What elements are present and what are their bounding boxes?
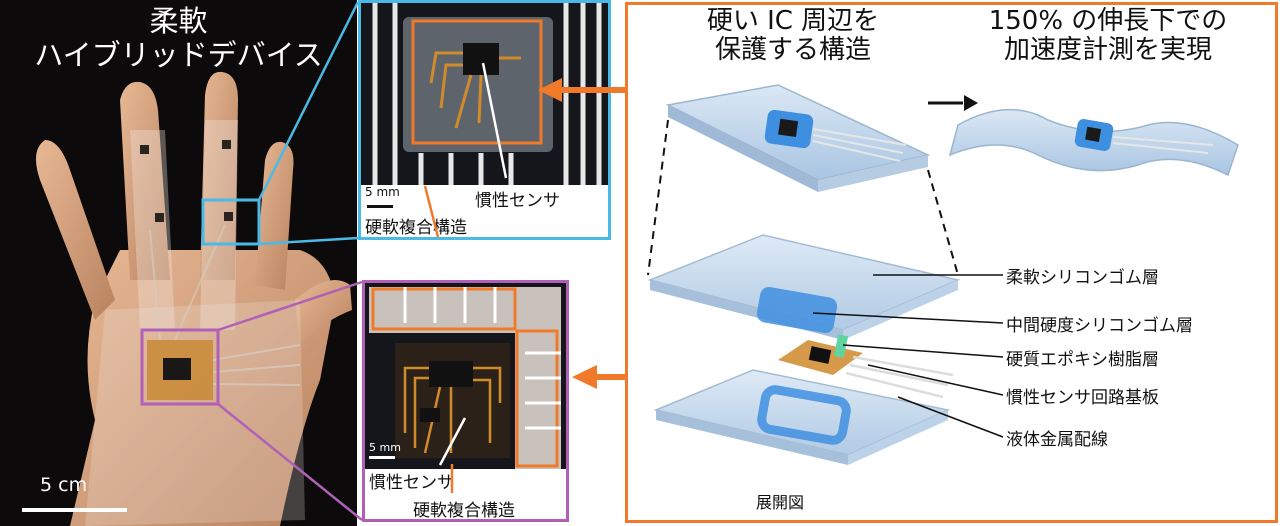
top-inset-photo: 5 mm 慣性センサ 硬軟複合構造 — [358, 0, 611, 240]
layer-circuit — [778, 334, 954, 399]
bottom-inset-scale-label: 5 mm — [369, 441, 401, 454]
hand-illustration — [36, 71, 352, 526]
layer-label-3: 硬質エポキシ樹脂層 — [1006, 350, 1159, 370]
top-inset-composite-label: 硬軟複合構造 — [365, 218, 467, 238]
arrow-to-bottom-inset-icon — [572, 365, 626, 389]
heading-stretch-measure: 150% の伸長下での 加速度計測を実現 — [958, 7, 1258, 65]
hand-title-line2: ハイブリッドデバイス — [34, 38, 323, 72]
heading-protect-line1: 硬い IC 周辺を — [706, 6, 880, 36]
structure-diagram-panel: 硬い IC 周辺を 保護する構造 150% の伸長下での 加速度計測を実現 柔軟… — [625, 2, 1278, 523]
bottom-inset-photo: 5 mm 慣性センサ 硬軟複合構造 — [362, 280, 569, 522]
top-inset-scale-bar — [367, 205, 393, 208]
layer-label-2: 中間硬度シリコンゴム層 — [1006, 316, 1193, 336]
hand-title-line1: 柔軟 — [149, 4, 208, 38]
hand-scale-label: 5 cm — [40, 474, 88, 496]
layer-label-5: 液体金属配線 — [1006, 430, 1108, 450]
exploded-view-caption: 展開図 — [756, 493, 805, 512]
heading-protect-line2: 保護する構造 — [714, 35, 871, 65]
layer-medium-silicone — [756, 286, 838, 334]
stretch-arrow-icon — [928, 95, 978, 111]
heading-stretch-line2: 加速度計測を実現 — [1003, 35, 1212, 65]
hand-photo-panel: 柔軟 ハイブリッドデバイス 5 cm — [0, 0, 357, 526]
bottom-inset-image — [365, 283, 566, 469]
top-inset-scale-label: 5 mm — [365, 185, 400, 199]
layer-bottom-silicone — [653, 369, 951, 465]
top-inset-image — [361, 3, 608, 185]
heading-stretch-line1: 150% の伸長下での — [988, 6, 1228, 36]
bottom-inset-composite-label: 硬軟複合構造 — [413, 501, 515, 521]
hand-scale-bar — [22, 508, 127, 512]
layer-label-1: 柔軟シリコンゴム層 — [1006, 268, 1159, 288]
hand-title: 柔軟 ハイブリッドデバイス — [0, 4, 357, 72]
finger-sensor-highlight — [201, 198, 261, 246]
layer-label-4: 慣性センサ回路基板 — [1006, 388, 1159, 408]
top-inset-sensor-label: 慣性センサ — [475, 191, 560, 211]
heading-protect-ic: 硬い IC 周辺を 保護する構造 — [683, 7, 903, 65]
bottom-inset-sensor-label: 慣性センサ — [369, 473, 454, 493]
assembled-device — [665, 84, 931, 192]
hand-circuit-highlight — [140, 328, 220, 406]
stretched-device — [948, 109, 1239, 177]
bottom-inset-scale-bar — [369, 456, 395, 459]
exploded-view-illustration — [647, 84, 1239, 465]
